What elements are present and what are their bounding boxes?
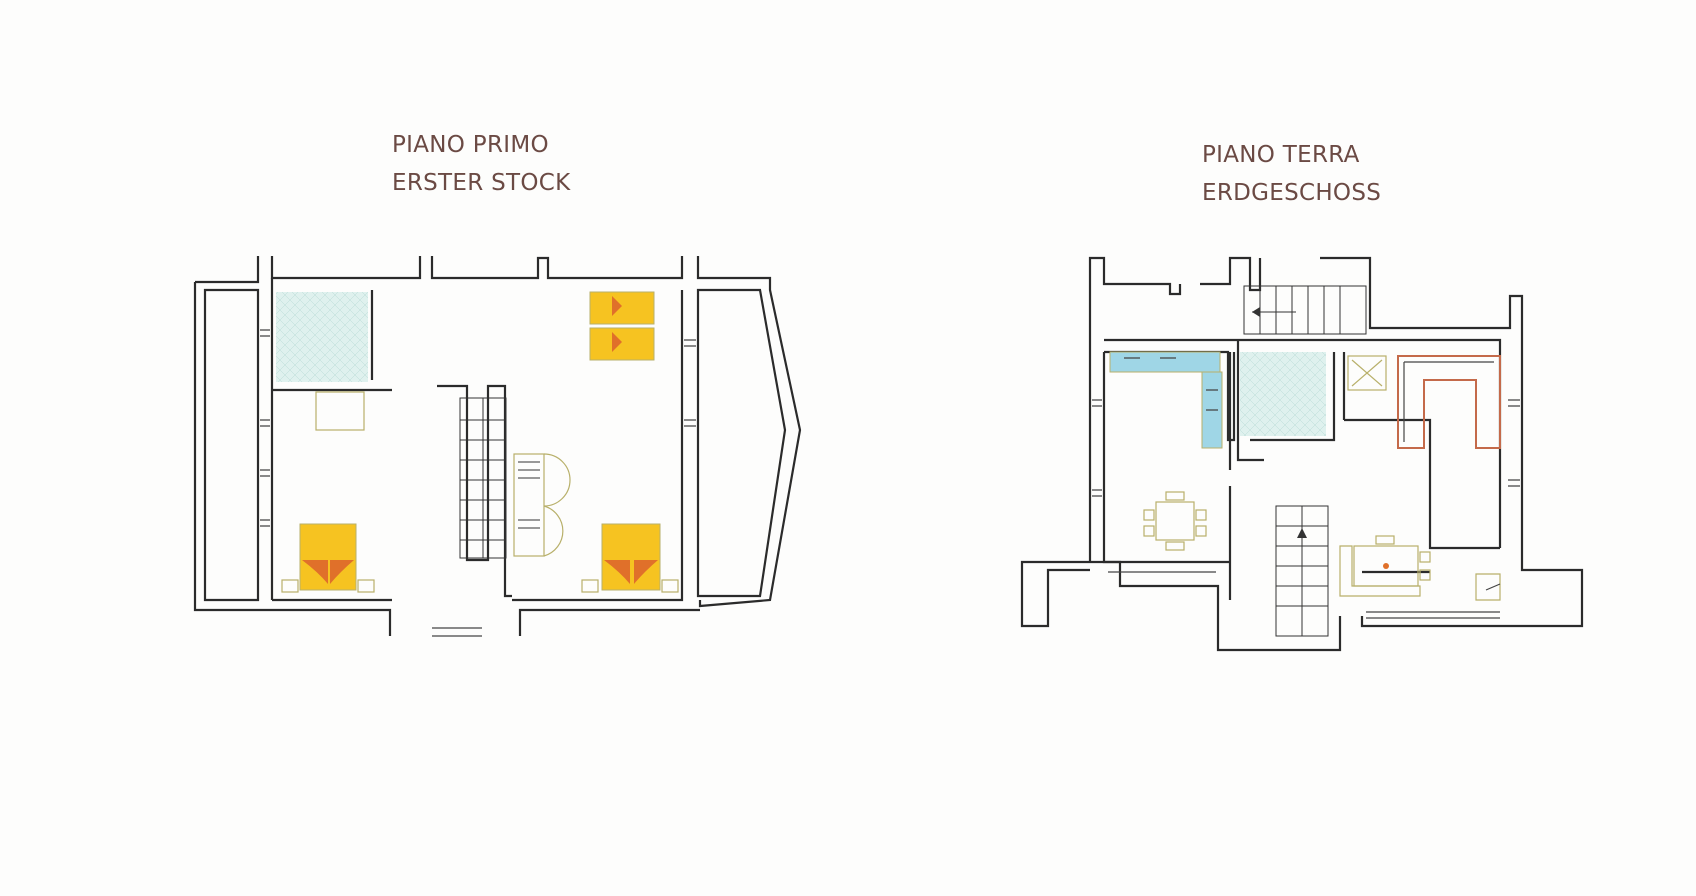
first-floor-plan [193, 256, 802, 637]
ground-floor-label: PIANO TERRA ERDGESCHOSS [1202, 136, 1381, 212]
first-floor-double-bed-left [281, 523, 375, 593]
first-floor-outer-wall [193, 256, 802, 636]
first-floor-label-de: ERSTER STOCK [392, 170, 571, 196]
ground-floor-dining-table-left [1143, 491, 1207, 551]
ground-floor-inner-walls [1102, 338, 1502, 600]
ground-floor-bathroom-tiles [1240, 352, 1326, 436]
stair-arrow-icon-lower [1297, 528, 1307, 538]
first-floor-single-bed-1 [589, 291, 655, 325]
stair-arrow-icon [1252, 307, 1260, 317]
first-floor-inner-outline [203, 288, 260, 602]
first-floor-label: PIANO PRIMO ERSTER STOCK [392, 126, 570, 202]
first-floor-windows-left [260, 329, 270, 527]
ground-floor-kitchen [1109, 351, 1223, 449]
ground-floor-label-it: PIANO TERRA [1202, 142, 1360, 168]
ground-floor-dining-corner [1339, 535, 1431, 597]
ground-floor-lower-staircase [1275, 505, 1329, 637]
ground-floor-plan [1020, 256, 1584, 652]
ground-floor-outer-wall [1020, 256, 1584, 652]
ground-floor-armchair [1347, 355, 1387, 391]
first-floor-staircase [459, 397, 507, 559]
first-floor-windows-right [684, 339, 696, 427]
first-floor-wardrobe [315, 391, 365, 431]
first-floor-right-bay [696, 288, 787, 598]
ground-floor-label-de: ERDGESCHOSS [1202, 180, 1382, 206]
first-floor-double-bed-right [581, 523, 679, 593]
first-floor-bathroom-tiles [276, 292, 368, 382]
first-floor-center-wardrobes [513, 453, 571, 557]
first-floor-single-bed-2 [589, 327, 655, 361]
ground-floor-sofa [1397, 355, 1501, 449]
first-floor-label-it: PIANO PRIMO [392, 132, 549, 158]
ground-floor-upper-staircase [1243, 285, 1367, 335]
first-floor-interior-walls [270, 278, 684, 602]
first-floor-door-bottom [432, 627, 482, 637]
ground-floor-windows [1092, 399, 1520, 619]
ground-floor-small-armchair [1475, 573, 1501, 601]
